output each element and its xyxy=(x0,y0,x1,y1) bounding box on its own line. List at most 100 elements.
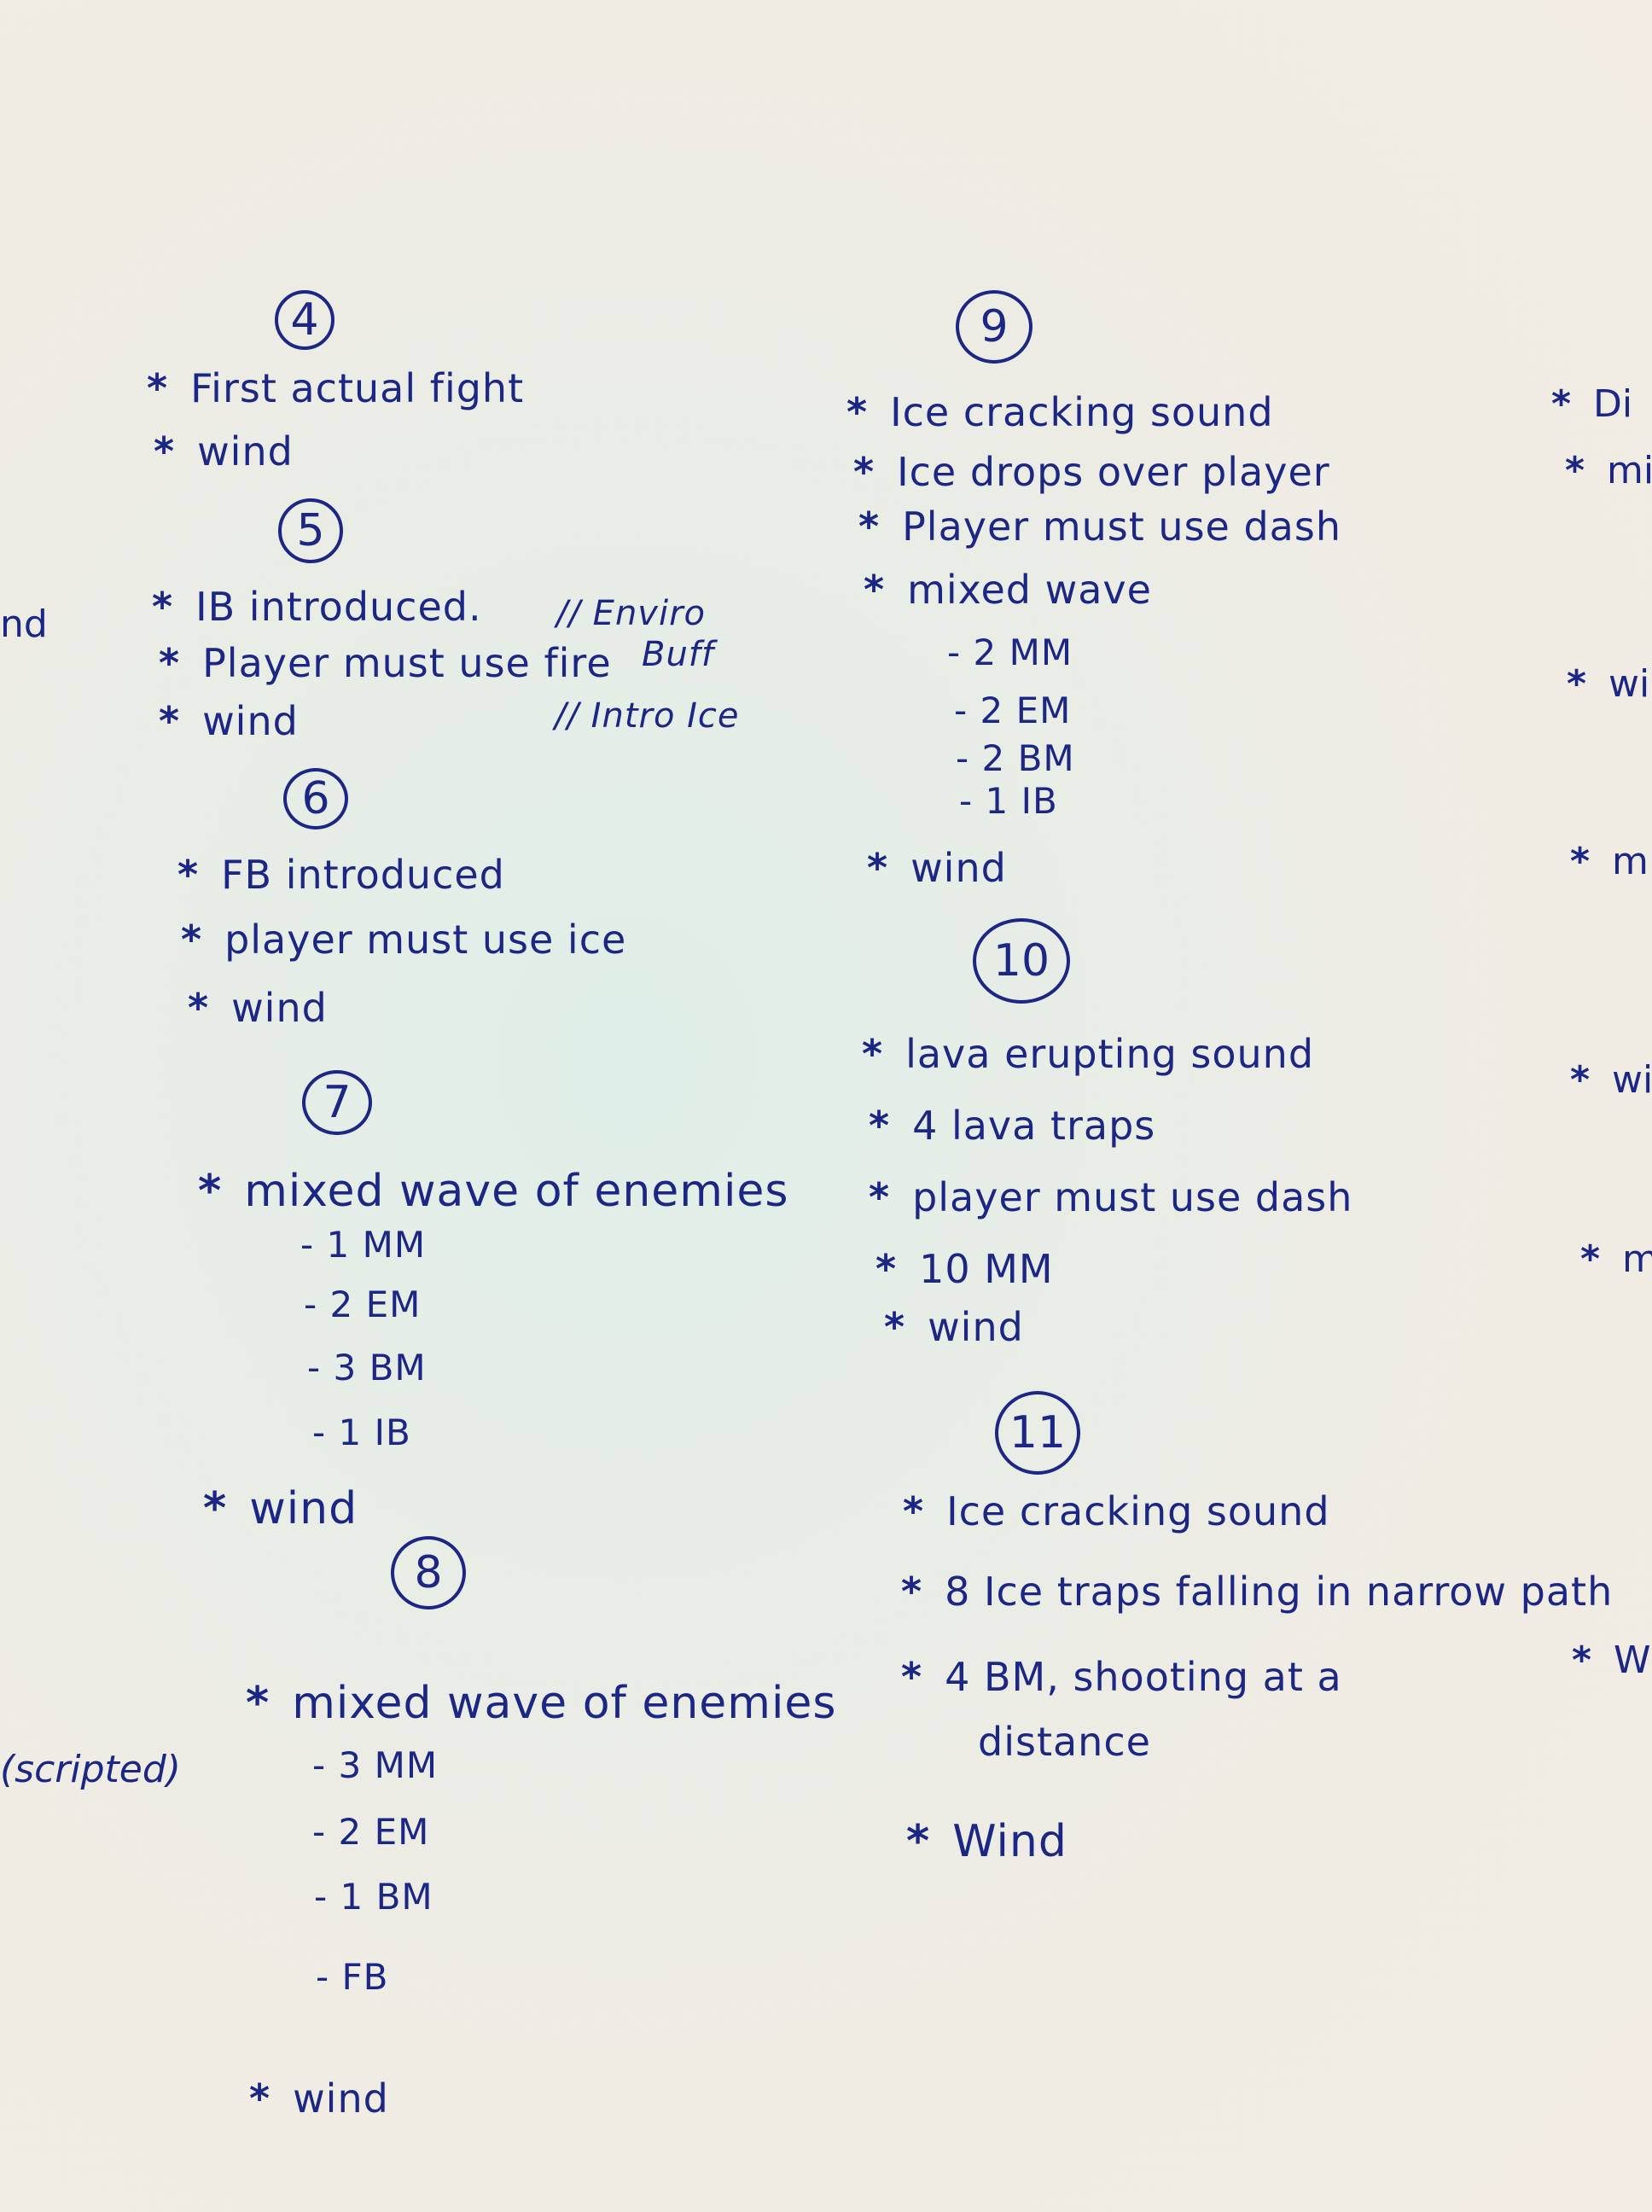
section-7-number: 7 xyxy=(323,1077,352,1128)
section-7-sub-3: - 3 BM xyxy=(307,1347,427,1388)
section-4-line-2: *wind xyxy=(154,428,294,474)
right-edge-text-4: *m xyxy=(1570,840,1649,883)
asterisk-icon: * xyxy=(159,640,181,686)
section-11-number: 11 xyxy=(1009,1407,1067,1458)
section-9-line-4: *mixed wave xyxy=(864,567,1152,613)
asterisk-icon: * xyxy=(152,584,174,630)
section-8-number: 8 xyxy=(414,1547,443,1598)
left-edge-text-2: (scripted) xyxy=(0,1748,181,1791)
section-6-line-3: *wind xyxy=(188,985,328,1031)
section-9-sub-1: - 2 MM xyxy=(947,632,1073,673)
asterisk-icon: * xyxy=(862,1031,884,1077)
asterisk-icon: * xyxy=(1570,1058,1591,1102)
section-9-line-2: *Ice drops over player xyxy=(853,449,1330,495)
section-9-number-circle: 9 xyxy=(956,290,1032,364)
asterisk-icon: * xyxy=(901,1654,923,1700)
right-edge-text-2: *mi xyxy=(1565,449,1652,492)
asterisk-icon: * xyxy=(867,845,889,891)
asterisk-icon: * xyxy=(147,365,169,411)
right-edge-text-1: *Di xyxy=(1551,382,1633,426)
section-8-line-2: *wind xyxy=(249,2075,389,2122)
right-edge-text-7: *W xyxy=(1572,1639,1651,1682)
asterisk-icon: * xyxy=(884,1304,906,1350)
section-9-number: 9 xyxy=(980,301,1009,352)
right-edge-text-5: *wi xyxy=(1570,1058,1652,1102)
section-11-line-4: distance xyxy=(978,1719,1151,1765)
asterisk-icon: * xyxy=(177,852,200,898)
section-6-line-1: *FB introduced xyxy=(177,852,505,898)
section-7-number-circle: 7 xyxy=(302,1070,372,1135)
section-11-number-circle: 11 xyxy=(995,1391,1080,1475)
section-5-note-3: // Intro Ice xyxy=(555,696,740,736)
section-7-line-1: *mixed wave of enemies xyxy=(198,1166,789,1217)
asterisk-icon: * xyxy=(1572,1639,1592,1682)
section-8-line-1: *mixed wave of enemies xyxy=(246,1678,837,1729)
section-5-line-1: *IB introduced. xyxy=(152,584,482,630)
section-5-note-2: Buff xyxy=(642,635,714,674)
asterisk-icon: * xyxy=(203,1483,228,1534)
section-8-sub-4: - FB xyxy=(316,1956,389,1998)
section-10-number-circle: 10 xyxy=(973,918,1070,1004)
section-8-sub-2: - 2 EM xyxy=(312,1811,430,1853)
asterisk-icon: * xyxy=(901,1569,923,1615)
section-11-line-2: *8 Ice traps falling in narrow path xyxy=(901,1569,1614,1615)
section-10-line-1: *lava erupting sound xyxy=(862,1031,1315,1077)
section-10-line-5: *wind xyxy=(884,1304,1024,1350)
section-9-sub-4: - 1 IB xyxy=(959,780,1058,822)
section-8-number-circle: 8 xyxy=(391,1536,466,1610)
section-5-line-2: *Player must use fire xyxy=(159,640,612,686)
section-9-sub-2: - 2 EM xyxy=(954,690,1072,731)
section-5-number-circle: 5 xyxy=(278,498,343,563)
section-4-number-circle: 4 xyxy=(275,290,334,350)
asterisk-icon: * xyxy=(1565,449,1585,492)
asterisk-icon: * xyxy=(181,917,203,963)
section-8-sub-1: - 3 MM xyxy=(312,1744,439,1786)
section-5-line-3: *wind xyxy=(159,698,299,744)
section-4-line-1: *First actual fight xyxy=(147,365,525,411)
section-4-number: 4 xyxy=(290,294,319,346)
asterisk-icon: * xyxy=(869,1103,891,1149)
section-9-line-5: *wind xyxy=(867,845,1007,891)
right-edge-text-3: *wi xyxy=(1567,662,1650,706)
section-11-line-5: *Wind xyxy=(906,1816,1067,1867)
asterisk-icon: * xyxy=(1567,662,1587,706)
asterisk-icon: * xyxy=(903,1488,925,1534)
asterisk-icon: * xyxy=(1570,840,1591,883)
section-10-number: 10 xyxy=(992,935,1050,987)
section-6-number: 6 xyxy=(301,773,330,824)
asterisk-icon: * xyxy=(1580,1237,1601,1281)
section-10-line-2: *4 lava traps xyxy=(869,1103,1156,1149)
asterisk-icon: * xyxy=(1551,382,1572,426)
section-8-sub-3: - 1 BM xyxy=(314,1876,433,1918)
left-edge-text-1: nd xyxy=(0,602,48,646)
section-9-line-3: *Player must use dash xyxy=(858,504,1341,550)
asterisk-icon: * xyxy=(154,428,176,474)
asterisk-icon: * xyxy=(846,389,869,435)
section-11-line-3: *4 BM, shooting at a xyxy=(901,1654,1342,1700)
section-5-number: 5 xyxy=(296,505,325,556)
section-9-sub-3: - 2 BM xyxy=(956,737,1075,779)
section-10-line-3: *player must use dash xyxy=(869,1174,1353,1220)
asterisk-icon: * xyxy=(249,2075,271,2122)
section-5-note-1: // Enviro xyxy=(556,594,706,633)
section-11-line-1: *Ice cracking sound xyxy=(903,1488,1330,1534)
asterisk-icon: * xyxy=(875,1246,898,1292)
section-7-line-2: *wind xyxy=(203,1483,358,1534)
asterisk-icon: * xyxy=(906,1816,931,1867)
asterisk-icon: * xyxy=(188,985,210,1031)
section-6-line-2: *player must use ice xyxy=(181,917,627,963)
section-7-sub-4: - 1 IB xyxy=(312,1412,411,1453)
asterisk-icon: * xyxy=(864,567,886,613)
section-6-number-circle: 6 xyxy=(283,768,348,830)
asterisk-icon: * xyxy=(858,504,881,550)
asterisk-icon: * xyxy=(853,449,875,495)
asterisk-icon: * xyxy=(159,698,181,744)
asterisk-icon: * xyxy=(246,1678,270,1729)
asterisk-icon: * xyxy=(869,1174,891,1220)
section-10-line-4: *10 MM xyxy=(875,1246,1054,1292)
section-9-line-1: *Ice cracking sound xyxy=(846,389,1274,435)
asterisk-icon: * xyxy=(198,1166,223,1217)
section-7-sub-2: - 2 EM xyxy=(304,1284,422,1325)
section-7-sub-1: - 1 MM xyxy=(300,1224,427,1266)
